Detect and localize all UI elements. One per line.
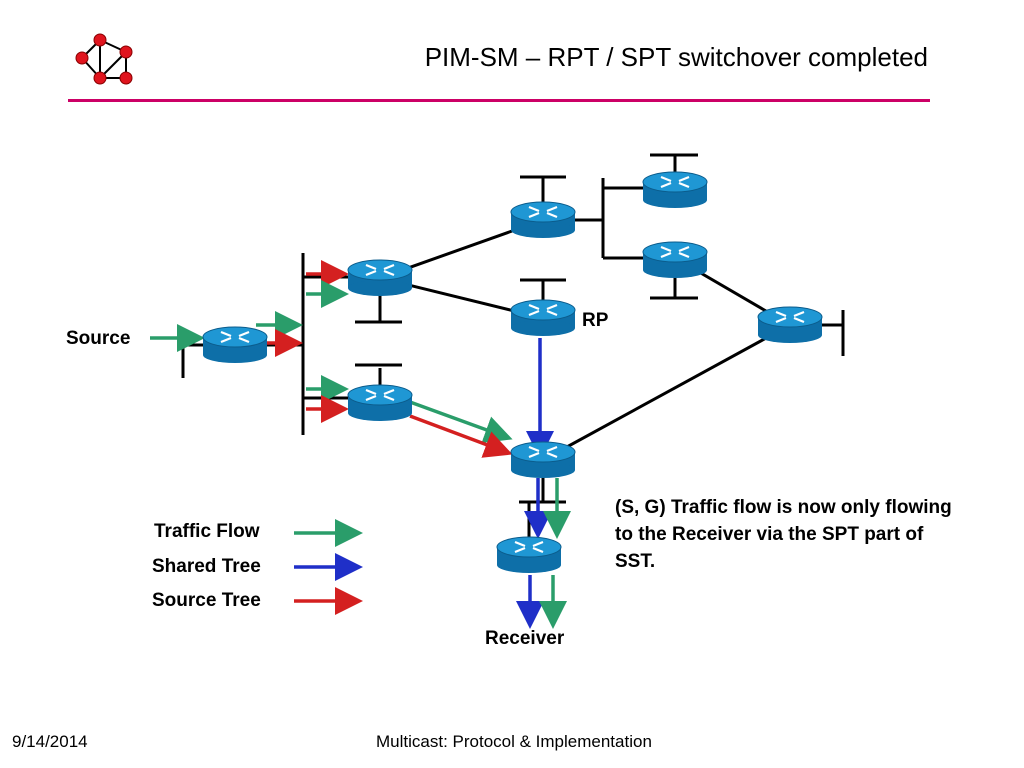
router-right-mid xyxy=(641,240,709,280)
router-lower xyxy=(346,383,414,423)
router-top xyxy=(509,200,577,240)
router-rp xyxy=(509,298,577,338)
router-right-top xyxy=(641,170,709,210)
footer-course: Multicast: Protocol & Implementation xyxy=(376,732,652,751)
flow-arrows xyxy=(150,260,571,629)
router-upper xyxy=(346,258,414,298)
network-diagram xyxy=(150,153,845,629)
slide-title: PIM-SM – RPT / SPT switchover completed xyxy=(424,42,928,72)
router-source xyxy=(201,325,269,365)
router-central xyxy=(509,440,577,480)
title-divider xyxy=(68,99,930,102)
source-label: Source xyxy=(66,328,131,349)
explanation-note: (S, G) Traffic flow is now only flowing … xyxy=(615,497,952,572)
legend-label-shared-tree: Shared Tree xyxy=(152,556,261,577)
legend-arrows xyxy=(294,519,363,615)
network-graph-icon xyxy=(75,33,133,85)
receiver-label: Receiver xyxy=(485,628,565,649)
router-far-right xyxy=(756,305,824,345)
rp-label: RP xyxy=(582,310,609,331)
legend-label-traffic-flow: Traffic Flow xyxy=(154,521,260,542)
footer-date: 9/14/2014 xyxy=(12,732,88,751)
legend-label-source-tree: Source Tree xyxy=(152,590,261,611)
router-receiver xyxy=(495,535,563,575)
